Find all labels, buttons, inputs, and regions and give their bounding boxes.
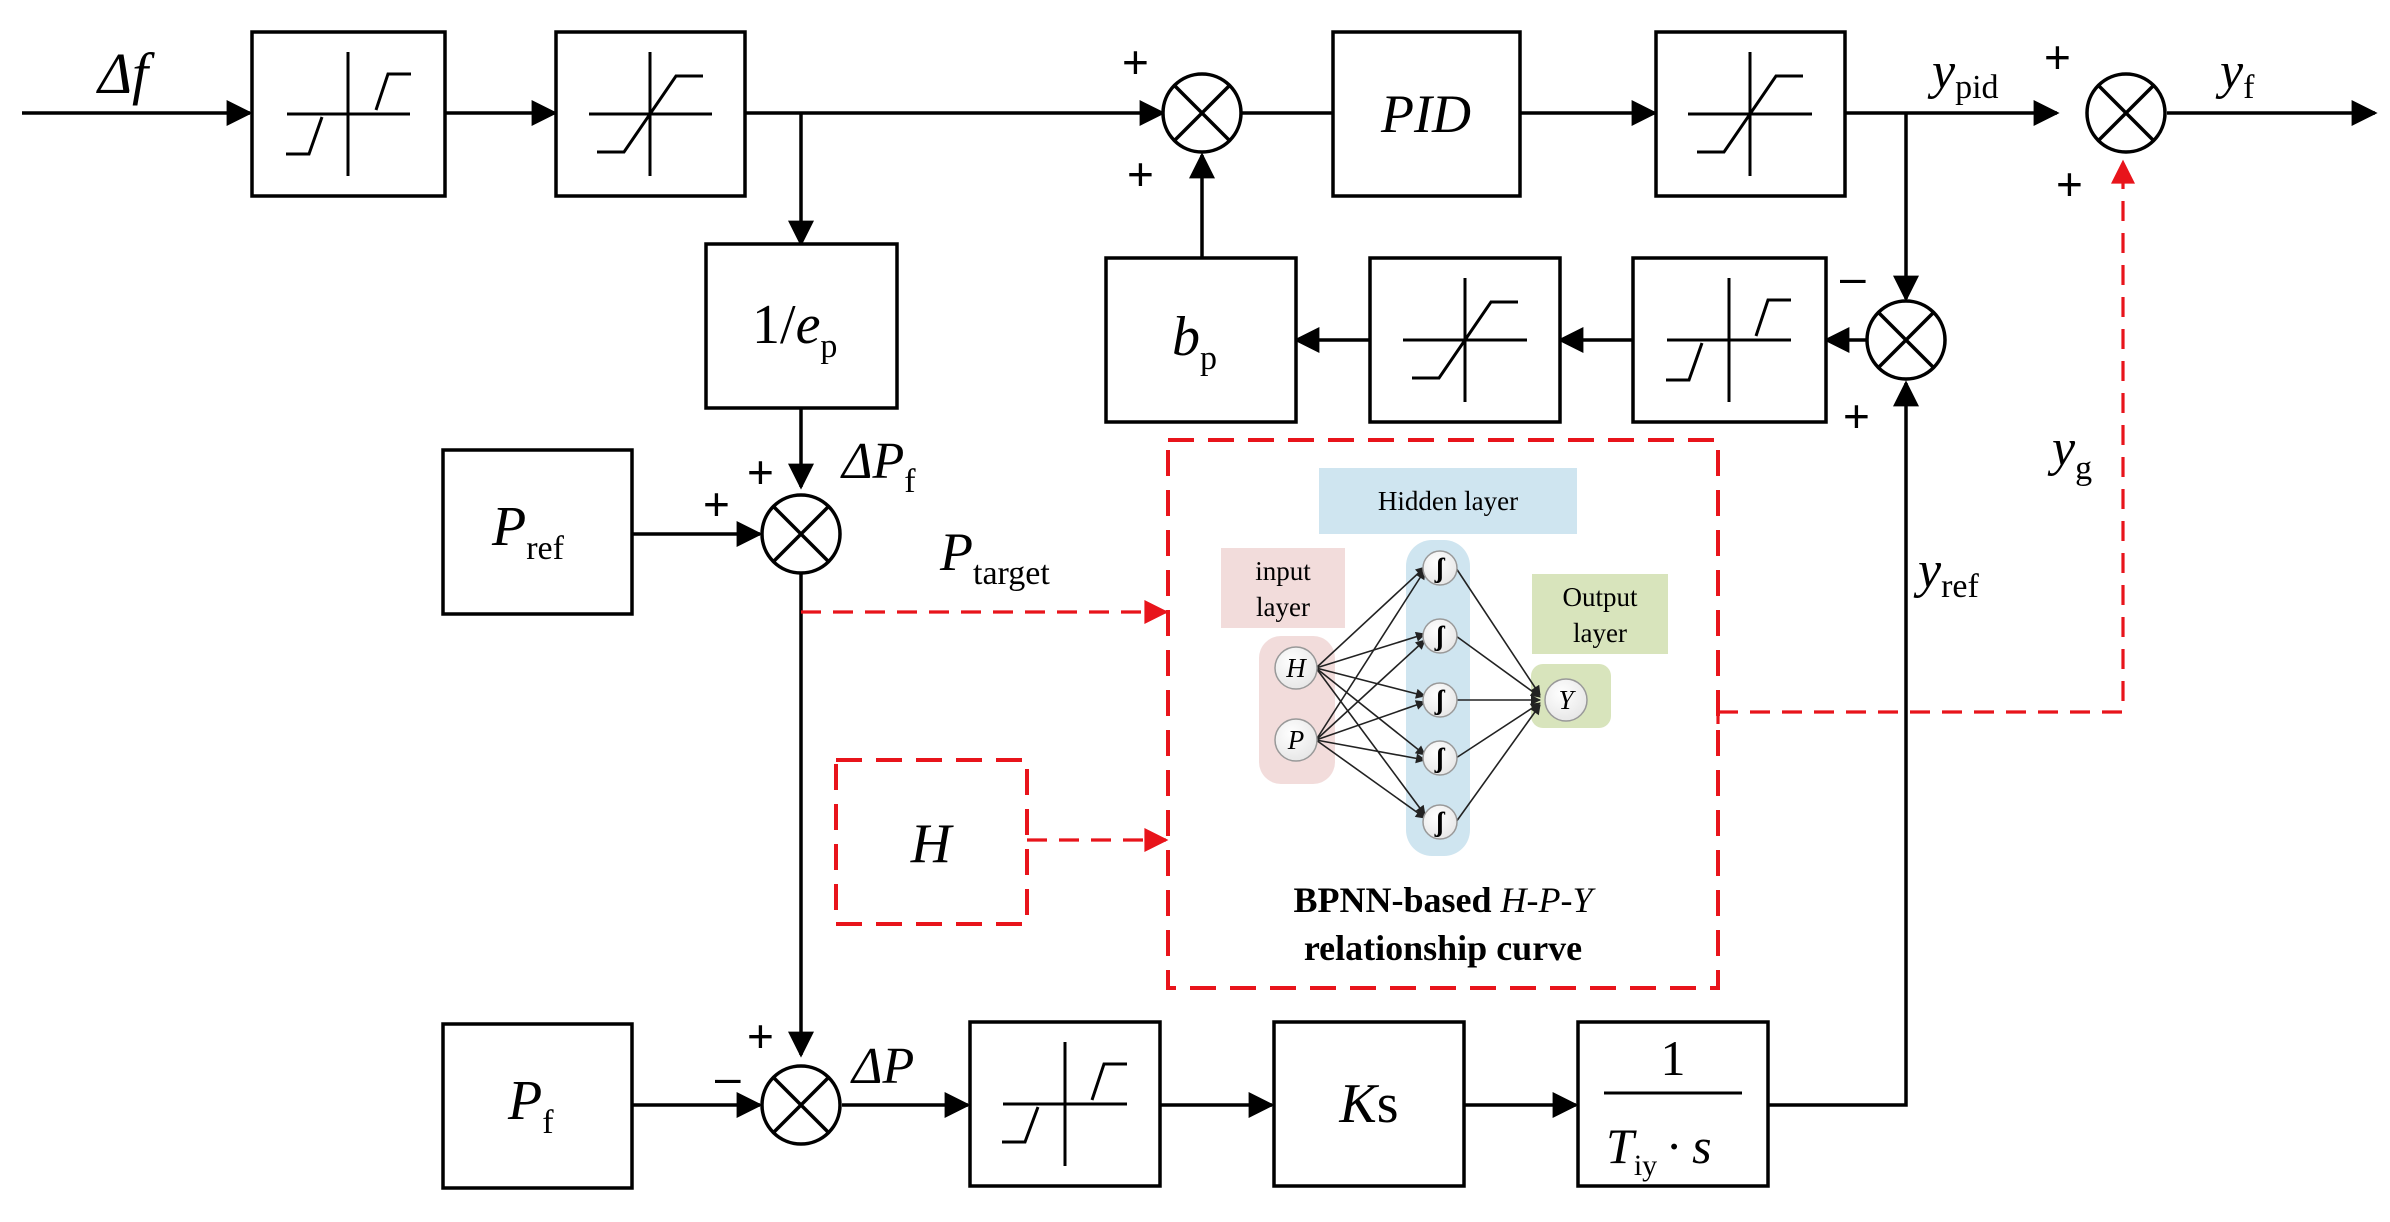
- bpnn-block: Hidden layer input layer Output layer: [1166, 438, 1720, 990]
- pf-block: Pf: [441, 1022, 634, 1190]
- svg-text:ʃ: ʃ: [1434, 743, 1446, 773]
- integrator-numerator: 1: [1661, 1030, 1686, 1086]
- integrator-denominator: Tiy· s: [1606, 1118, 1712, 1182]
- deadzone-symbol: [1002, 1042, 1127, 1166]
- delta-p-label: ΔP: [850, 1038, 914, 1095]
- bp-block: bp: [1104, 256, 1298, 424]
- deadzone-symbol: [1666, 278, 1791, 402]
- bpnn-caption-line-1: BPNN-based H-P-Y: [1293, 880, 1596, 920]
- sign-plus: +: [1122, 36, 1149, 88]
- junction-signs: + + + + – + + + + –: [703, 31, 2083, 1103]
- ptarget-label: Ptarget: [939, 522, 1050, 592]
- saturation-block-2: [1654, 30, 1847, 198]
- summing-junction-4: [2085, 72, 2167, 154]
- saturation-symbol: [1688, 52, 1812, 176]
- sign-plus: +: [747, 446, 774, 498]
- hidden-layer-title-bg: [1319, 468, 1577, 534]
- svg-text:H: H: [1285, 653, 1307, 683]
- h-input-block: H: [834, 758, 1029, 926]
- pref-label: Pref: [491, 496, 565, 567]
- hidden-layer-title: Hidden layer: [1378, 486, 1518, 516]
- yref-label: yref: [1913, 542, 1980, 605]
- hidden-node: ʃ: [1422, 550, 1458, 586]
- inverse-ep-block: 1/ep: [704, 242, 899, 410]
- input-layer-title-bg: [1221, 548, 1345, 628]
- sign-plus: +: [2056, 158, 2083, 210]
- output-layer-title-1: Output: [1562, 582, 1638, 612]
- summing-junction-5: [1865, 299, 1947, 381]
- deadzone-block-3: [968, 1020, 1162, 1188]
- hidden-node: ʃ: [1422, 682, 1458, 718]
- integrator-block: 1 Tiy· s: [1576, 1020, 1770, 1188]
- sign-minus: –: [715, 1051, 741, 1103]
- hidden-node: ʃ: [1422, 740, 1458, 776]
- ks-block: Ks: [1272, 1020, 1466, 1188]
- svg-text:ʃ: ʃ: [1434, 621, 1446, 651]
- sign-plus: +: [1843, 390, 1870, 442]
- wires: [22, 100, 2378, 1118]
- input-node-h: H: [1274, 646, 1318, 690]
- wire-yg-to-sum4: [1718, 159, 2135, 714]
- saturation-symbol: [1403, 278, 1527, 402]
- ypid-label: ypid: [1927, 43, 1999, 106]
- svg-text:ʃ: ʃ: [1434, 685, 1446, 715]
- output-node-y: Y: [1544, 678, 1588, 722]
- sign-plus: +: [703, 478, 730, 530]
- input-node-p: P: [1274, 718, 1318, 762]
- summing-junction-1: [1161, 72, 1243, 154]
- nn-connections: [1315, 566, 1541, 823]
- yg-label: yg: [2047, 420, 2092, 487]
- svg-text:ʃ: ʃ: [1434, 553, 1446, 583]
- pf-label: Pf: [507, 1070, 554, 1141]
- sign-plus: +: [747, 1010, 774, 1062]
- pid-label: PID: [1380, 84, 1471, 144]
- ep-fraction-label: 1/ep: [752, 294, 837, 365]
- deadzone-symbol: [286, 52, 411, 176]
- delta-pf-label: ΔPf: [840, 433, 916, 500]
- output-layer-title-2: layer: [1573, 618, 1627, 648]
- h-label: H: [910, 813, 954, 875]
- deadzone-block-2: [1631, 256, 1828, 424]
- svg-text:Y: Y: [1558, 685, 1576, 715]
- sign-minus: –: [1840, 251, 1866, 303]
- output-layer-title-bg: [1532, 574, 1668, 654]
- deadzone-block-1: [250, 30, 447, 198]
- sign-plus: +: [1127, 148, 1154, 200]
- bpnn-dashed-frame: [1166, 438, 1720, 990]
- input-layer-title-1: input: [1255, 556, 1311, 586]
- bp-label: bp: [1172, 306, 1217, 377]
- signal-labels: Δf ypid yf yg yref ΔPf Ptarget ΔP: [96, 41, 2255, 1095]
- summing-junction-3: [760, 1064, 842, 1146]
- svg-text:ʃ: ʃ: [1434, 807, 1446, 837]
- bpnn-caption-line-2: relationship curve: [1304, 928, 1582, 968]
- saturation-symbol: [589, 52, 712, 176]
- yf-label: yf: [2215, 43, 2255, 106]
- delta-f-label: Δf: [96, 41, 155, 106]
- sign-plus: +: [2044, 31, 2071, 83]
- svg-text:P: P: [1287, 725, 1305, 755]
- ks-label: Ks: [1338, 1073, 1398, 1135]
- pref-block: Pref: [441, 448, 634, 616]
- summing-junction-2: [760, 493, 842, 575]
- input-layer-title-2: layer: [1256, 592, 1310, 622]
- pid-block: PID: [1331, 30, 1522, 198]
- hidden-node: ʃ: [1422, 618, 1458, 654]
- saturation-block-1: [554, 30, 747, 198]
- saturation-block-3: [1368, 256, 1562, 424]
- hidden-node: ʃ: [1422, 804, 1458, 840]
- wire-yref-to-sum5: [1768, 380, 1919, 1107]
